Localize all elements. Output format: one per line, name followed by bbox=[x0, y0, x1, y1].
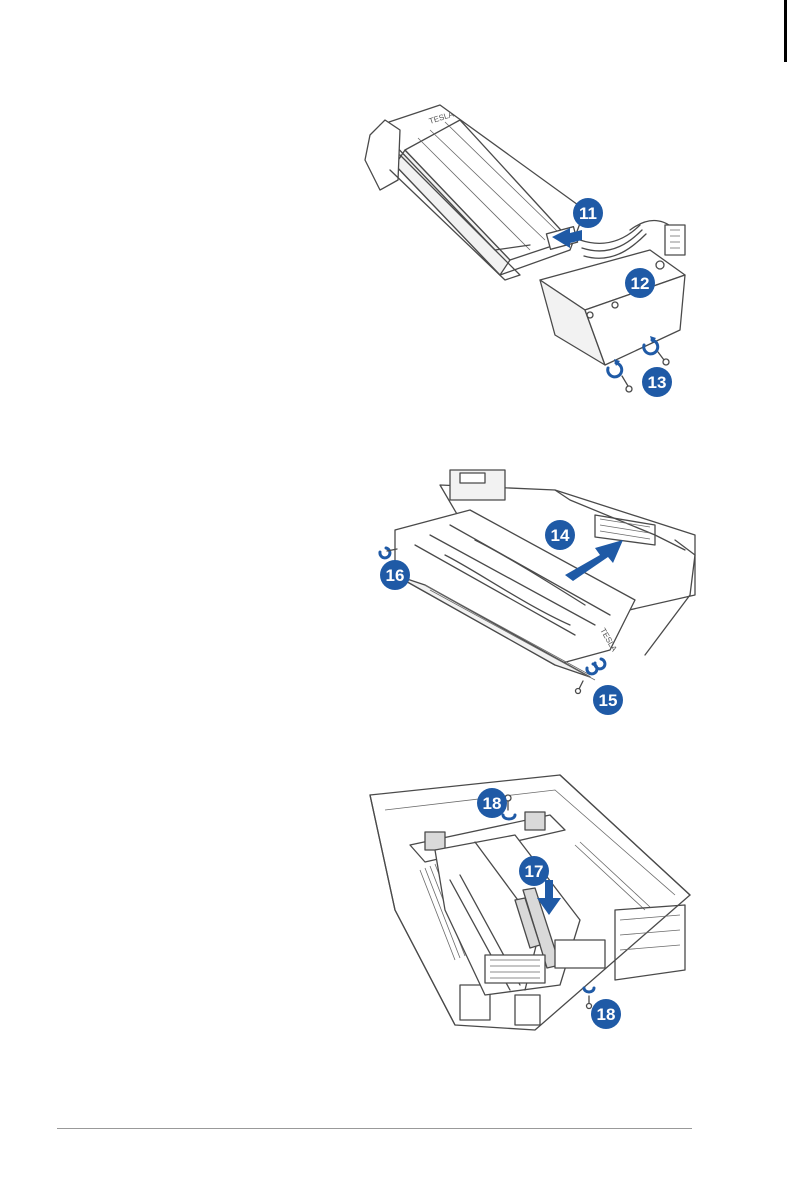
callout-12-label: 12 bbox=[631, 274, 650, 293]
callout-15: 15 bbox=[593, 685, 623, 715]
gpu-support-bracket-drawing bbox=[540, 250, 685, 365]
callout-17-label: 17 bbox=[525, 862, 544, 881]
callout-15-label: 15 bbox=[599, 691, 618, 710]
callout-12: 12 bbox=[625, 268, 655, 298]
callout-13: 13 bbox=[642, 367, 672, 397]
callout-14: 14 bbox=[545, 520, 575, 550]
callout-18-top: 18 bbox=[477, 788, 507, 818]
footer-rule bbox=[57, 1128, 692, 1129]
figure-gpu-bracket-install: TESLA 11 12 13 bbox=[330, 100, 700, 405]
callout-16: 16 bbox=[380, 560, 410, 590]
callout-17: 17 bbox=[519, 856, 549, 886]
callout-11: 11 bbox=[573, 198, 603, 228]
callout-14-label: 14 bbox=[551, 526, 570, 545]
gpu-card-drawing: TESLA bbox=[365, 105, 585, 280]
callout-18-top-label: 18 bbox=[483, 794, 502, 813]
callout-11-label: 11 bbox=[579, 204, 597, 223]
callout-16-label: 16 bbox=[386, 566, 405, 585]
page-edge-marker bbox=[784, 0, 787, 62]
callout-18-bottom-label: 18 bbox=[597, 1005, 616, 1024]
callout-13-label: 13 bbox=[648, 373, 667, 392]
figure-chassis-install: 17 18 18 bbox=[365, 770, 695, 1035]
callout-18-bottom: 18 bbox=[591, 999, 621, 1029]
figure-gpu-tray-install: TESLA 14 15 16 bbox=[355, 455, 700, 720]
